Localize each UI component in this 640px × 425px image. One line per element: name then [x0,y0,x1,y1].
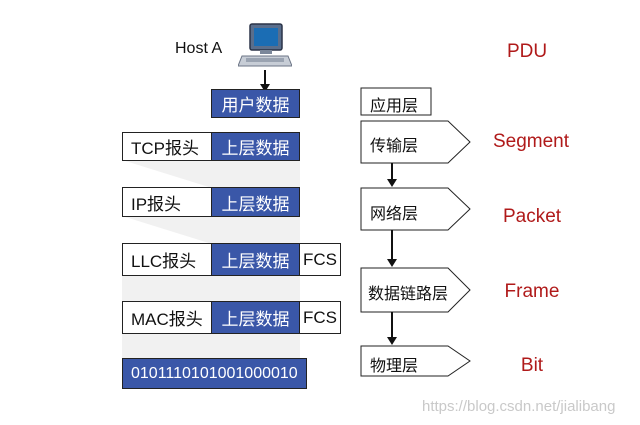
shade-llc-mac [122,276,300,302]
layer-box-datalink [360,267,471,313]
pdu-frame: Frame [504,281,560,302]
layer-label-application: 应用层 [370,98,419,115]
shade-ip-llc [122,216,300,244]
layer-label-transport: 传输层 [370,138,419,155]
mac-data-block: 上层数据 [211,301,300,334]
user-data-block: 用户数据 [211,89,300,118]
host-label: Host A [175,40,223,57]
llc-data-block: 上层数据 [211,243,300,276]
layer-box-network [360,187,471,231]
layer-box-physical [360,345,471,377]
layer-label-physical: 物理层 [370,358,419,375]
mac-fcs-block: FCS [299,301,341,334]
layer-label-network: 网络层 [370,206,419,223]
ip-header-block: IP报头 [122,187,212,217]
mac-header-block: MAC报头 [122,301,212,334]
computer-icon [238,23,292,67]
tcp-header-block: TCP报头 [122,132,212,161]
llc-fcs-block: FCS [299,243,341,276]
watermark-text: https://blog.csdn.net/jialibang [422,398,616,415]
layer-box-transport [360,120,471,164]
tcp-data-block: 上层数据 [211,132,300,161]
host-down-arrow-head [260,84,270,92]
layer-label-datalink: 数据链路层 [368,286,449,303]
shade-tcp-ip [122,160,300,188]
llc-header-block: LLC报头 [122,243,212,276]
ip-data-block: 上层数据 [211,187,300,217]
shade-mac-bits [122,334,300,358]
pdu-bit: Bit [520,355,544,376]
pdu-segment: Segment [492,131,570,152]
layer-box-application [360,87,432,116]
pdu-packet: Packet [502,206,562,227]
bitstream-block: 0101110101001000010 [122,358,307,389]
pdu-header: PDU [506,41,548,62]
